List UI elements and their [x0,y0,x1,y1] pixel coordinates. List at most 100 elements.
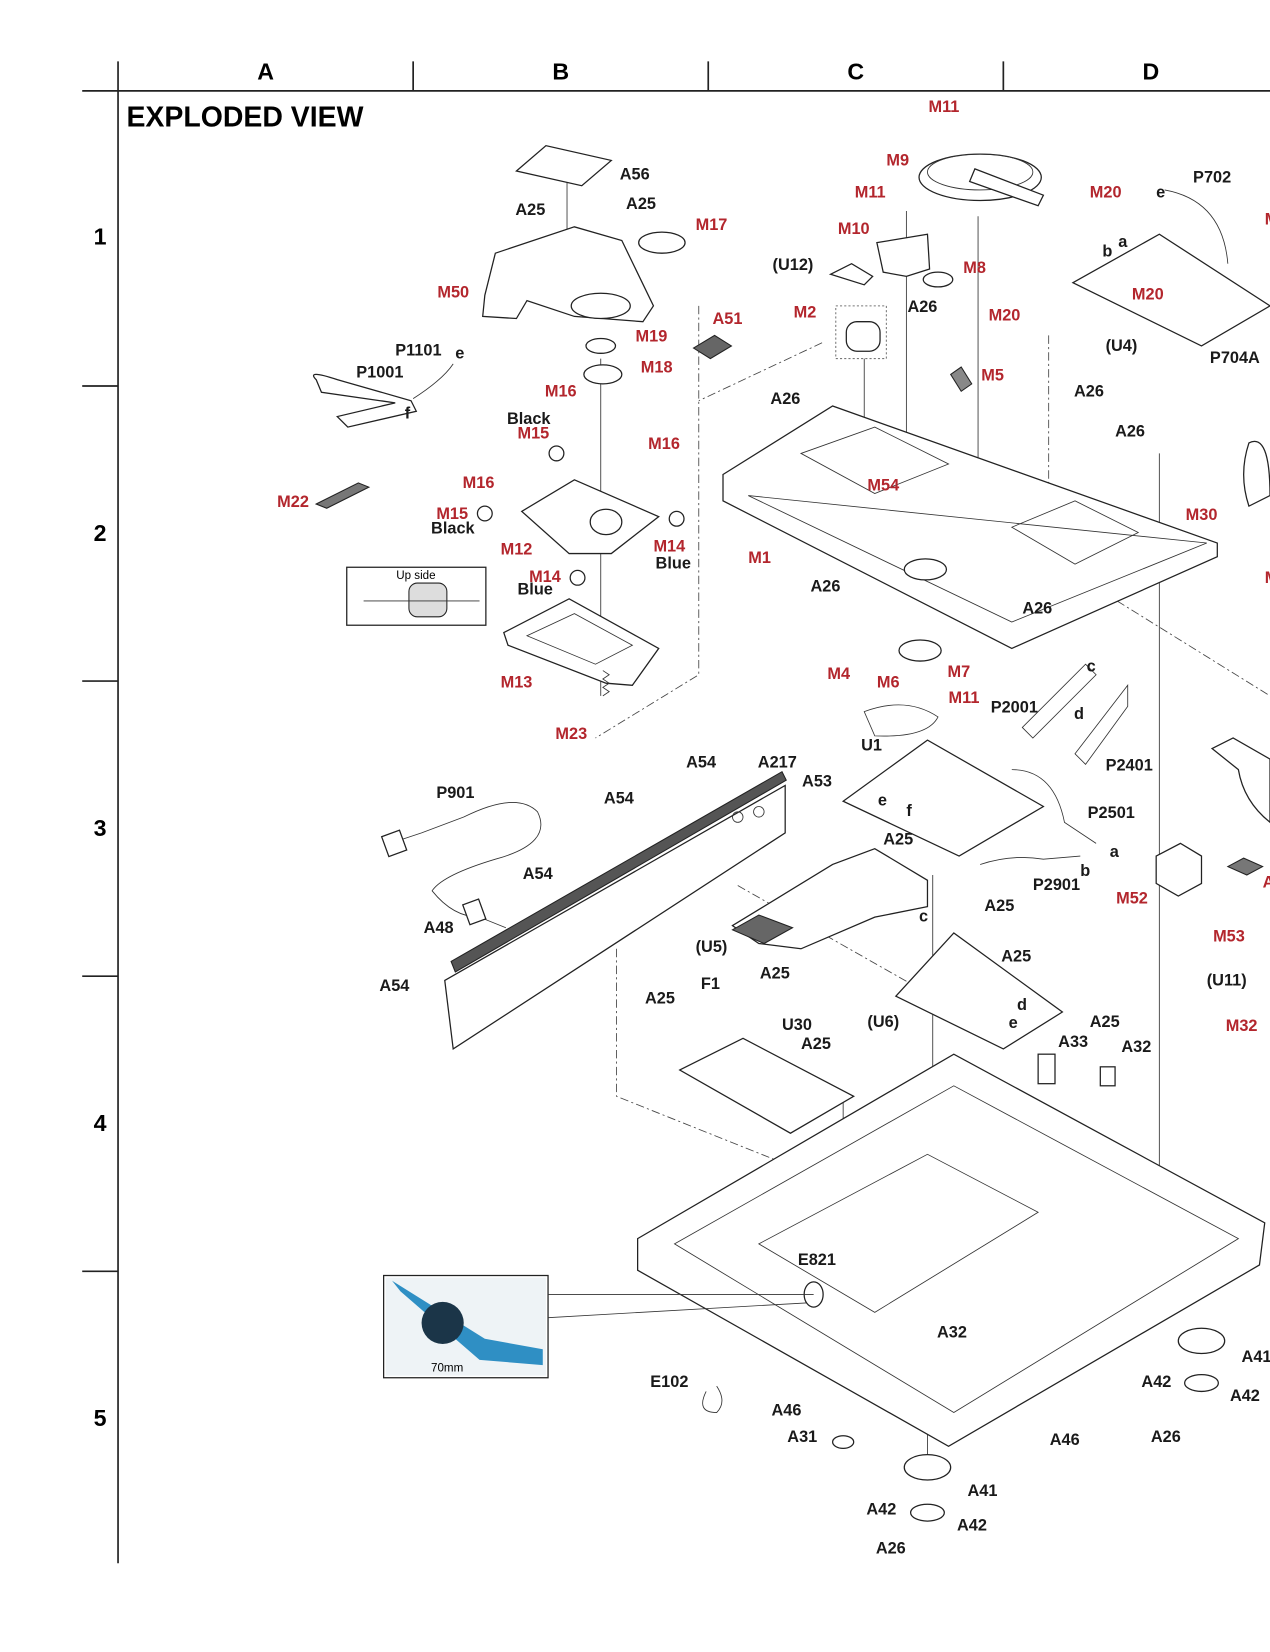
part-label-m5: M5 [981,367,1004,385]
part-label-a42: A42 [957,1517,987,1535]
part-label-a25: A25 [760,964,790,982]
part-label-d: d [1017,996,1027,1014]
part-label-a26: A26 [810,577,840,595]
part-label-a25: A25 [1001,947,1031,965]
part-label-a: a [1110,843,1120,861]
part-label-p2401: P2401 [1106,757,1153,775]
part-label-a41: A41 [1242,1348,1270,1366]
part-label-black: Black [507,410,551,428]
part-label-a32: A32 [1121,1038,1151,1056]
part-label-m4: M4 [827,665,850,683]
part-label-a32: A32 [937,1324,967,1342]
part-label-a31: A31 [787,1428,817,1446]
part-label-m53: M53 [1213,927,1245,945]
row-header-5: 5 [94,1405,107,1431]
part-label-a42: A42 [1141,1373,1171,1391]
part-label-a46: A46 [771,1402,801,1420]
part-label-m32: M32 [1226,1017,1258,1035]
part-label-a25: A25 [626,195,656,213]
part-label-u5: (U5) [696,938,728,956]
column-header-b: B [552,58,569,84]
part-label-m54: M54 [867,476,899,494]
part-label-black: Black [431,520,475,538]
part-label-m8: M8 [963,259,986,277]
part-label-p1001: P1001 [356,364,403,382]
part-label-m11: M11 [949,689,980,707]
row-header-2: 2 [94,520,107,546]
part-label-e821: E821 [798,1251,836,1269]
part-label-m1: M1 [748,549,771,567]
part-label-m14: M14 [653,537,685,555]
part-label-b: b [1080,862,1090,880]
part-label-a26: A26 [1115,423,1145,441]
part-label-m9: M9 [886,152,909,170]
part-label-m23: M23 [555,725,587,743]
part-label-e: e [878,791,887,809]
part-label-a26: A26 [1022,600,1052,618]
part-label-blue: Blue [517,581,552,599]
row-header-1: 1 [94,224,107,250]
part-label-m6: M6 [877,673,900,691]
part-label-m: M [1265,569,1270,587]
part-label-a26: A26 [907,298,937,316]
part-label-p2501: P2501 [1088,804,1135,822]
part-label-m7: M7 [947,663,970,681]
part-label-p2901: P2901 [1033,876,1080,894]
part-label-m10: M10 [838,220,870,238]
part-label-a25: A25 [1090,1013,1120,1031]
part-label-a54: A54 [379,977,409,995]
part-label-a54: A54 [523,865,553,883]
part-label-a33: A33 [1058,1033,1088,1051]
part-label-u11: (U11) [1207,972,1247,990]
part-label-a25: A25 [515,201,545,219]
part-label-f: f [906,802,912,820]
part-label-m20: M20 [1132,286,1164,304]
part-label-u12: (U12) [773,256,814,274]
part-label-m19: M19 [636,328,668,346]
part-label-b: b [1102,242,1112,260]
part-label-a56: A56 [620,165,650,183]
part-label-e: e [455,345,464,363]
part-label-p901: P901 [436,784,474,802]
part-label-p1101: P1101 [395,341,441,359]
part-label-d: d [1074,705,1084,723]
part-label-m20: M20 [1090,183,1122,201]
inset-up-side-label: Up side [396,570,435,582]
part-label-e102: E102 [650,1373,688,1391]
part-label-m18: M18 [641,358,673,376]
part-label-c: c [919,907,928,925]
part-label-a: A [1263,874,1270,892]
part-label-a48: A48 [424,919,454,937]
part-label-f: f [405,405,411,423]
grid-frame [82,61,1270,1564]
part-label-m52: M52 [1116,889,1148,907]
part-label-a42: A42 [1230,1387,1260,1405]
part-label-m2: M2 [794,303,817,321]
row-header-4: 4 [94,1110,107,1136]
part-label-m17: M17 [696,216,728,234]
part-label-m15: M15 [436,505,468,523]
part-label-p704a: P704A [1210,349,1260,367]
part-label-m14: M14 [529,568,561,586]
part-label-u4: (U4) [1106,337,1138,355]
row-header-3: 3 [94,815,107,841]
part-label-m30: M30 [1186,506,1218,524]
part-label-m16: M16 [545,383,577,401]
part-label-a51: A51 [712,310,742,328]
page-title: EXPLODED VIEW [126,102,363,134]
part-label-a41: A41 [968,1482,998,1500]
part-label-e: e [1009,1014,1018,1032]
part-label-a54: A54 [686,754,716,772]
part-label-p2001: P2001 [991,699,1038,717]
part-label-a26: A26 [1074,383,1104,401]
part-label-a42: A42 [866,1501,896,1519]
part-label-u6: (U6) [867,1013,899,1031]
part-label-a217: A217 [758,754,797,772]
part-label-m50: M50 [437,283,469,301]
inset-length-label: 70mm [431,1362,463,1374]
part-label-a25: A25 [645,990,675,1008]
part-label-a26: A26 [770,390,800,408]
part-label-m20: M20 [989,307,1021,325]
